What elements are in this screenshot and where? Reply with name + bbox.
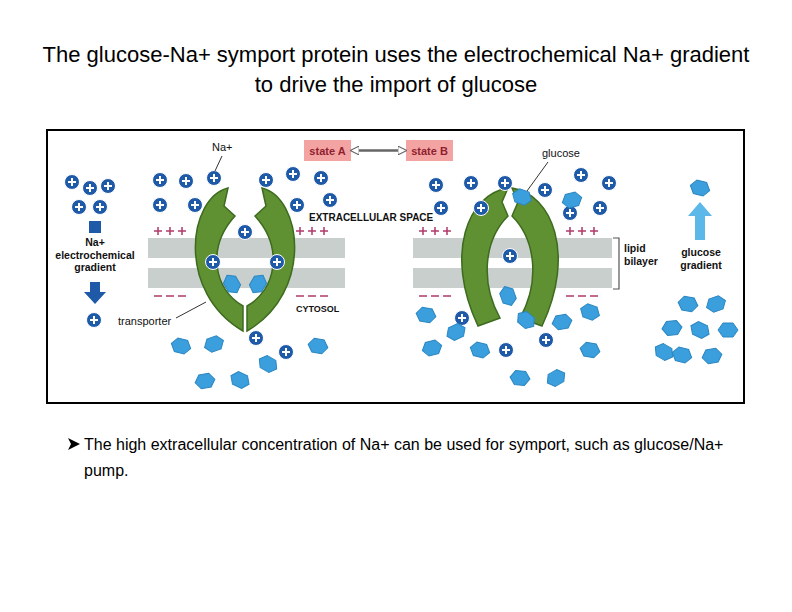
part-label: lipid bilayer [624, 242, 668, 267]
region-label: EXTRACELLULAR SPACE [309, 212, 439, 224]
sodium-ion [65, 167, 617, 360]
slide-title: The glucose-Na+ symport protein uses the… [36, 40, 756, 100]
glucose-molecule [170, 179, 738, 391]
gradient-label: glucose gradient [672, 246, 730, 271]
bullet-symbol [68, 438, 80, 450]
gradient-arrow [688, 202, 712, 240]
sodium-icon [89, 221, 101, 233]
transporter-state-b [462, 188, 558, 326]
state-label: state B [411, 145, 448, 157]
molecule-label: glucose [542, 147, 602, 160]
bullet-note: The high extracellular concentration of … [84, 432, 724, 484]
figure-frame [47, 130, 744, 403]
region-label: CYTOSOL [296, 304, 356, 315]
state-box: state A [304, 140, 351, 161]
gradient-arrow [84, 282, 106, 304]
transition-arrow [352, 149, 405, 152]
state-box: state B [406, 140, 453, 161]
state-label: state A [309, 145, 345, 157]
gradient-label: Na+ electrochemical gradient [49, 236, 141, 274]
part-label: transporter [118, 315, 188, 328]
ion-label: Na+ [212, 141, 252, 154]
bilayer-bracket [613, 238, 619, 289]
transporter-state-a [195, 188, 294, 331]
leader-line [176, 156, 548, 318]
